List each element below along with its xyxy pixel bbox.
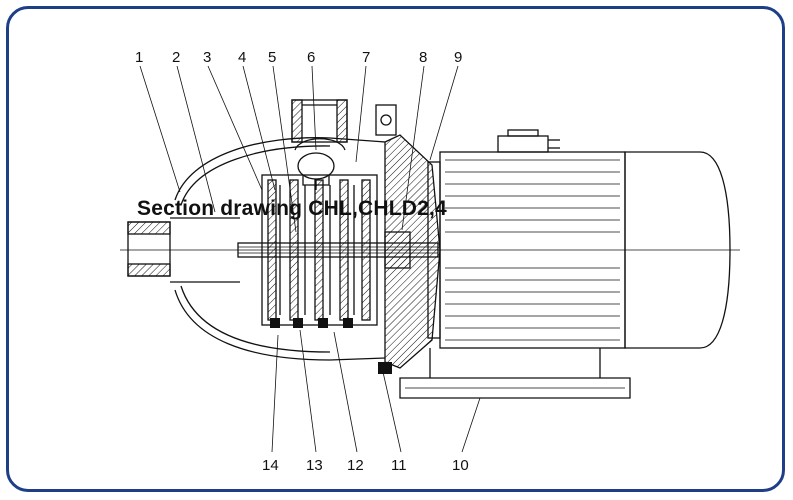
callout-1: 1: [135, 49, 143, 66]
callout-5: 5: [268, 49, 276, 66]
callout-6: 6: [307, 49, 315, 66]
leader-lines: [139, 65, 481, 453]
motor: [427, 129, 731, 349]
callouts-bottom: 14 13 12 11 10: [262, 457, 469, 474]
base-foot: [399, 348, 631, 399]
callout-11: 11: [391, 457, 407, 474]
callout-14: 14: [262, 457, 279, 474]
drawing-title: Section drawing CHL,CHLD2,4: [137, 197, 447, 220]
inlet-pipe: [127, 217, 240, 283]
callout-13: 13: [306, 457, 323, 474]
callout-9: 9: [454, 49, 462, 66]
callout-4: 4: [238, 49, 246, 66]
callout-2: 2: [172, 49, 180, 66]
callout-8: 8: [419, 49, 427, 66]
cooling-fins: [445, 159, 620, 341]
callout-12: 12: [347, 457, 364, 474]
callout-7: 7: [362, 49, 370, 66]
callout-10: 10: [452, 457, 469, 474]
motor-bracket: [375, 104, 441, 374]
callouts-top: 1 2 3 4 5 6 7 8 9: [135, 49, 462, 66]
terminal-box: [497, 129, 560, 153]
impeller-stages: [261, 174, 378, 328]
outlet-port: [291, 99, 348, 151]
callout-3: 3: [203, 49, 211, 66]
